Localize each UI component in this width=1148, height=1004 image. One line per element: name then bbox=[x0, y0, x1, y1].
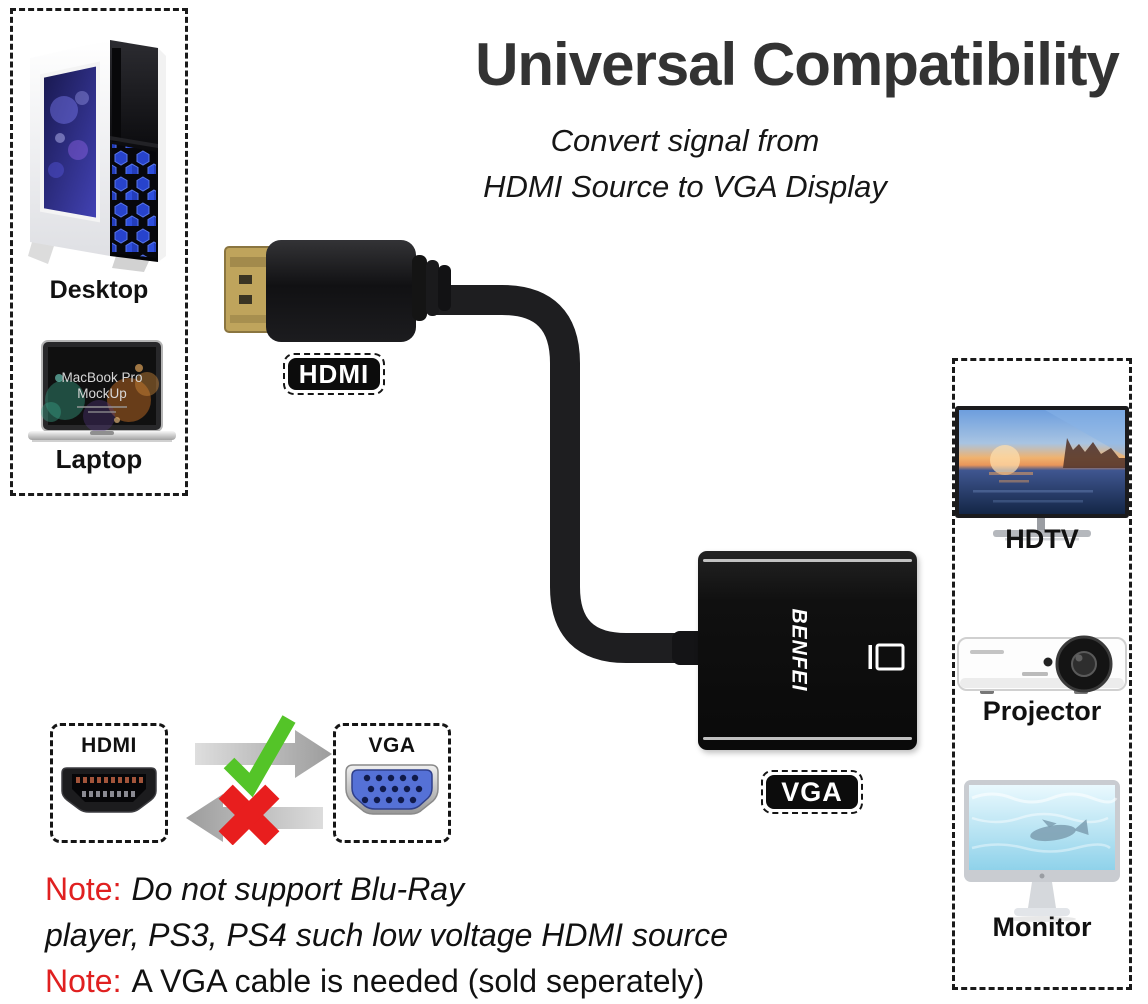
subtitle: Convert signal from HDMI Source to VGA D… bbox=[335, 118, 1035, 210]
compatibility-arrows bbox=[186, 715, 332, 845]
projector-image bbox=[957, 635, 1127, 694]
vga-tag-pill: VGA bbox=[766, 775, 858, 809]
hdmi-port-box: HDMI bbox=[50, 723, 168, 843]
hdmi-port-label: HDMI bbox=[81, 734, 137, 757]
hdtv-image bbox=[955, 406, 1129, 541]
laptop-label: Laptop bbox=[55, 444, 143, 474]
laptop-image: MacBook Pro MockUp bbox=[28, 340, 176, 442]
notes-section: Note:Do not support Blu-Ray player, PS3,… bbox=[45, 866, 1105, 1004]
desktop-label: Desktop bbox=[49, 276, 149, 304]
hdmi-port-icon bbox=[61, 767, 157, 813]
page-title: Universal Compatibility bbox=[475, 31, 1120, 98]
note-2: Note:A VGA cable is needed (sold seperat… bbox=[45, 958, 1105, 1004]
hdmi-connector-image bbox=[224, 240, 716, 665]
hdtv-label: HDTV bbox=[1005, 524, 1079, 554]
monitor-glyph-icon bbox=[866, 637, 906, 677]
laptop-screen-text-1: MacBook Pro bbox=[61, 370, 142, 385]
adapter-top-stripe bbox=[703, 559, 912, 562]
adapter-cable bbox=[435, 285, 715, 663]
vga-port-icon bbox=[345, 764, 439, 815]
monitor-label: Monitor bbox=[992, 912, 1092, 942]
note-2-text: A VGA cable is needed (sold seperately) bbox=[131, 963, 705, 999]
vga-adapter-image: BENFEI bbox=[698, 551, 917, 750]
cross-icon bbox=[218, 784, 280, 845]
monitor-image bbox=[964, 780, 1120, 922]
note-1: Note:Do not support Blu-Ray bbox=[45, 866, 1105, 912]
checkmark-icon bbox=[223, 715, 296, 798]
note-1-text: Do not support Blu-Ray bbox=[131, 871, 465, 907]
vga-tag: VGA bbox=[761, 770, 863, 814]
source-devices-box bbox=[10, 8, 188, 496]
note-1-label: Note: bbox=[45, 871, 122, 907]
hdmi-tag: HDMI bbox=[283, 353, 385, 395]
display-devices-box bbox=[952, 358, 1132, 990]
brand-text: BENFEI bbox=[787, 608, 811, 692]
subtitle-line-1: Convert signal from bbox=[550, 123, 820, 158]
desktop-image bbox=[28, 40, 166, 272]
adapter-brand: BENFEI bbox=[770, 607, 826, 693]
laptop-screen-text-2: MockUp bbox=[77, 386, 127, 401]
note-2-label: Note: bbox=[45, 963, 122, 999]
vga-port-box: VGA bbox=[333, 723, 451, 843]
adapter-bottom-stripe bbox=[703, 737, 912, 740]
projector-label: Projector bbox=[982, 696, 1102, 726]
vga-port-label: VGA bbox=[368, 734, 416, 757]
subtitle-line-2: HDMI Source to VGA Display bbox=[483, 169, 887, 204]
note-1-continued: player, PS3, PS4 such low voltage HDMI s… bbox=[45, 917, 728, 953]
hdmi-tag-pill: HDMI bbox=[288, 358, 380, 390]
